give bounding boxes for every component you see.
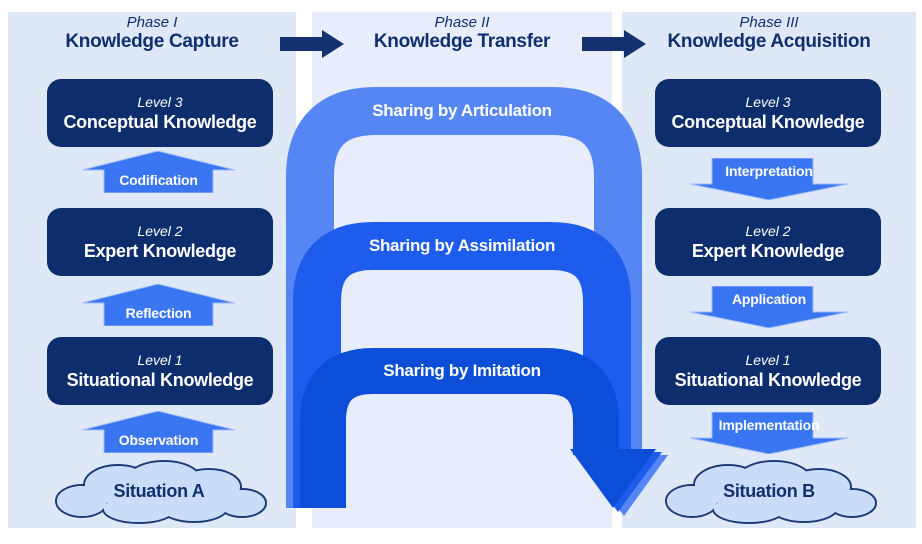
application-arrow: Application [690, 286, 848, 328]
level-name: Conceptual Knowledge [671, 112, 865, 132]
phase2-label: Phase II [434, 14, 490, 31]
codification-arrow-label: Codification [119, 172, 198, 188]
sharing-band-imitation-label: Sharing by Imitation [383, 361, 541, 380]
sharing-band-assimilation-label: Sharing by Assimilation [368, 236, 556, 255]
capture-level2-box: Level 2 Expert Knowledge [47, 208, 273, 276]
situation-a-label: Situation A [113, 481, 205, 501]
up-arrow-icon [82, 284, 235, 326]
level-tag: Level 2 [745, 223, 791, 239]
cloud-icon [55, 460, 267, 524]
acquisition-level2-box: Level 2 Expert Knowledge [655, 208, 881, 276]
observation-arrow: Observation [82, 411, 235, 453]
phase1-header: Phase I Knowledge Capture [8, 14, 296, 53]
phase2-title: Knowledge Transfer [373, 31, 551, 52]
down-arrow-icon [690, 286, 848, 328]
codification-arrow: Codification [82, 151, 235, 193]
phase2-header: Phase II Knowledge Transfer [312, 14, 612, 53]
level-name: Situational Knowledge [66, 370, 254, 390]
sharing-flow-bands-icon [286, 87, 668, 516]
sharing-band-articulation-label: Sharing by Articulation [372, 101, 552, 120]
capture-level3-box: Level 3 Conceptual Knowledge [47, 79, 273, 147]
level-tag: Level 3 [745, 94, 791, 110]
level-name: Expert Knowledge [691, 241, 845, 261]
interpretation-arrow: Interpretation [690, 158, 848, 200]
level-name: Expert Knowledge [83, 241, 237, 261]
level-tag: Level 3 [137, 94, 183, 110]
phase1-label: Phase I [126, 14, 178, 31]
phase1-to-phase2-arrow-icon [280, 30, 344, 58]
down-arrow-icon [690, 158, 848, 200]
up-arrow-icon [82, 411, 235, 453]
reflection-arrow-label: Reflection [125, 305, 192, 321]
level-tag: Level 1 [137, 352, 183, 368]
reflection-arrow: Reflection [82, 284, 235, 326]
situation-b-label: Situation B [723, 481, 815, 501]
application-arrow-label: Application [731, 291, 807, 307]
phase1-title: Knowledge Capture [65, 31, 239, 52]
level-name: Situational Knowledge [674, 370, 862, 390]
phase3-header: Phase III Knowledge Acquisition [622, 14, 916, 53]
cloud-icon [665, 460, 877, 524]
implementation-arrow: Implementation [690, 412, 848, 454]
level-tag: Level 2 [137, 223, 183, 239]
implementation-arrow-label: Implementation [718, 417, 820, 433]
phase2-to-phase3-arrow-icon [582, 30, 646, 58]
acquisition-level1-box: Level 1 Situational Knowledge [655, 337, 881, 405]
acquisition-level3-box: Level 3 Conceptual Knowledge [655, 79, 881, 147]
phase3-title: Knowledge Acquisition [667, 31, 871, 52]
phase3-label: Phase III [739, 14, 799, 31]
situation-a-cloud: Situation A [44, 457, 274, 525]
observation-arrow-label: Observation [118, 432, 199, 448]
up-arrow-icon [82, 151, 235, 193]
level-name: Conceptual Knowledge [63, 112, 257, 132]
capture-level1-box: Level 1 Situational Knowledge [47, 337, 273, 405]
down-arrow-icon [690, 412, 848, 454]
interpretation-arrow-label: Interpretation [725, 163, 813, 179]
situation-b-cloud: Situation B [654, 457, 884, 525]
level-tag: Level 1 [745, 352, 791, 368]
flow-arrowhead-icon [570, 449, 656, 508]
